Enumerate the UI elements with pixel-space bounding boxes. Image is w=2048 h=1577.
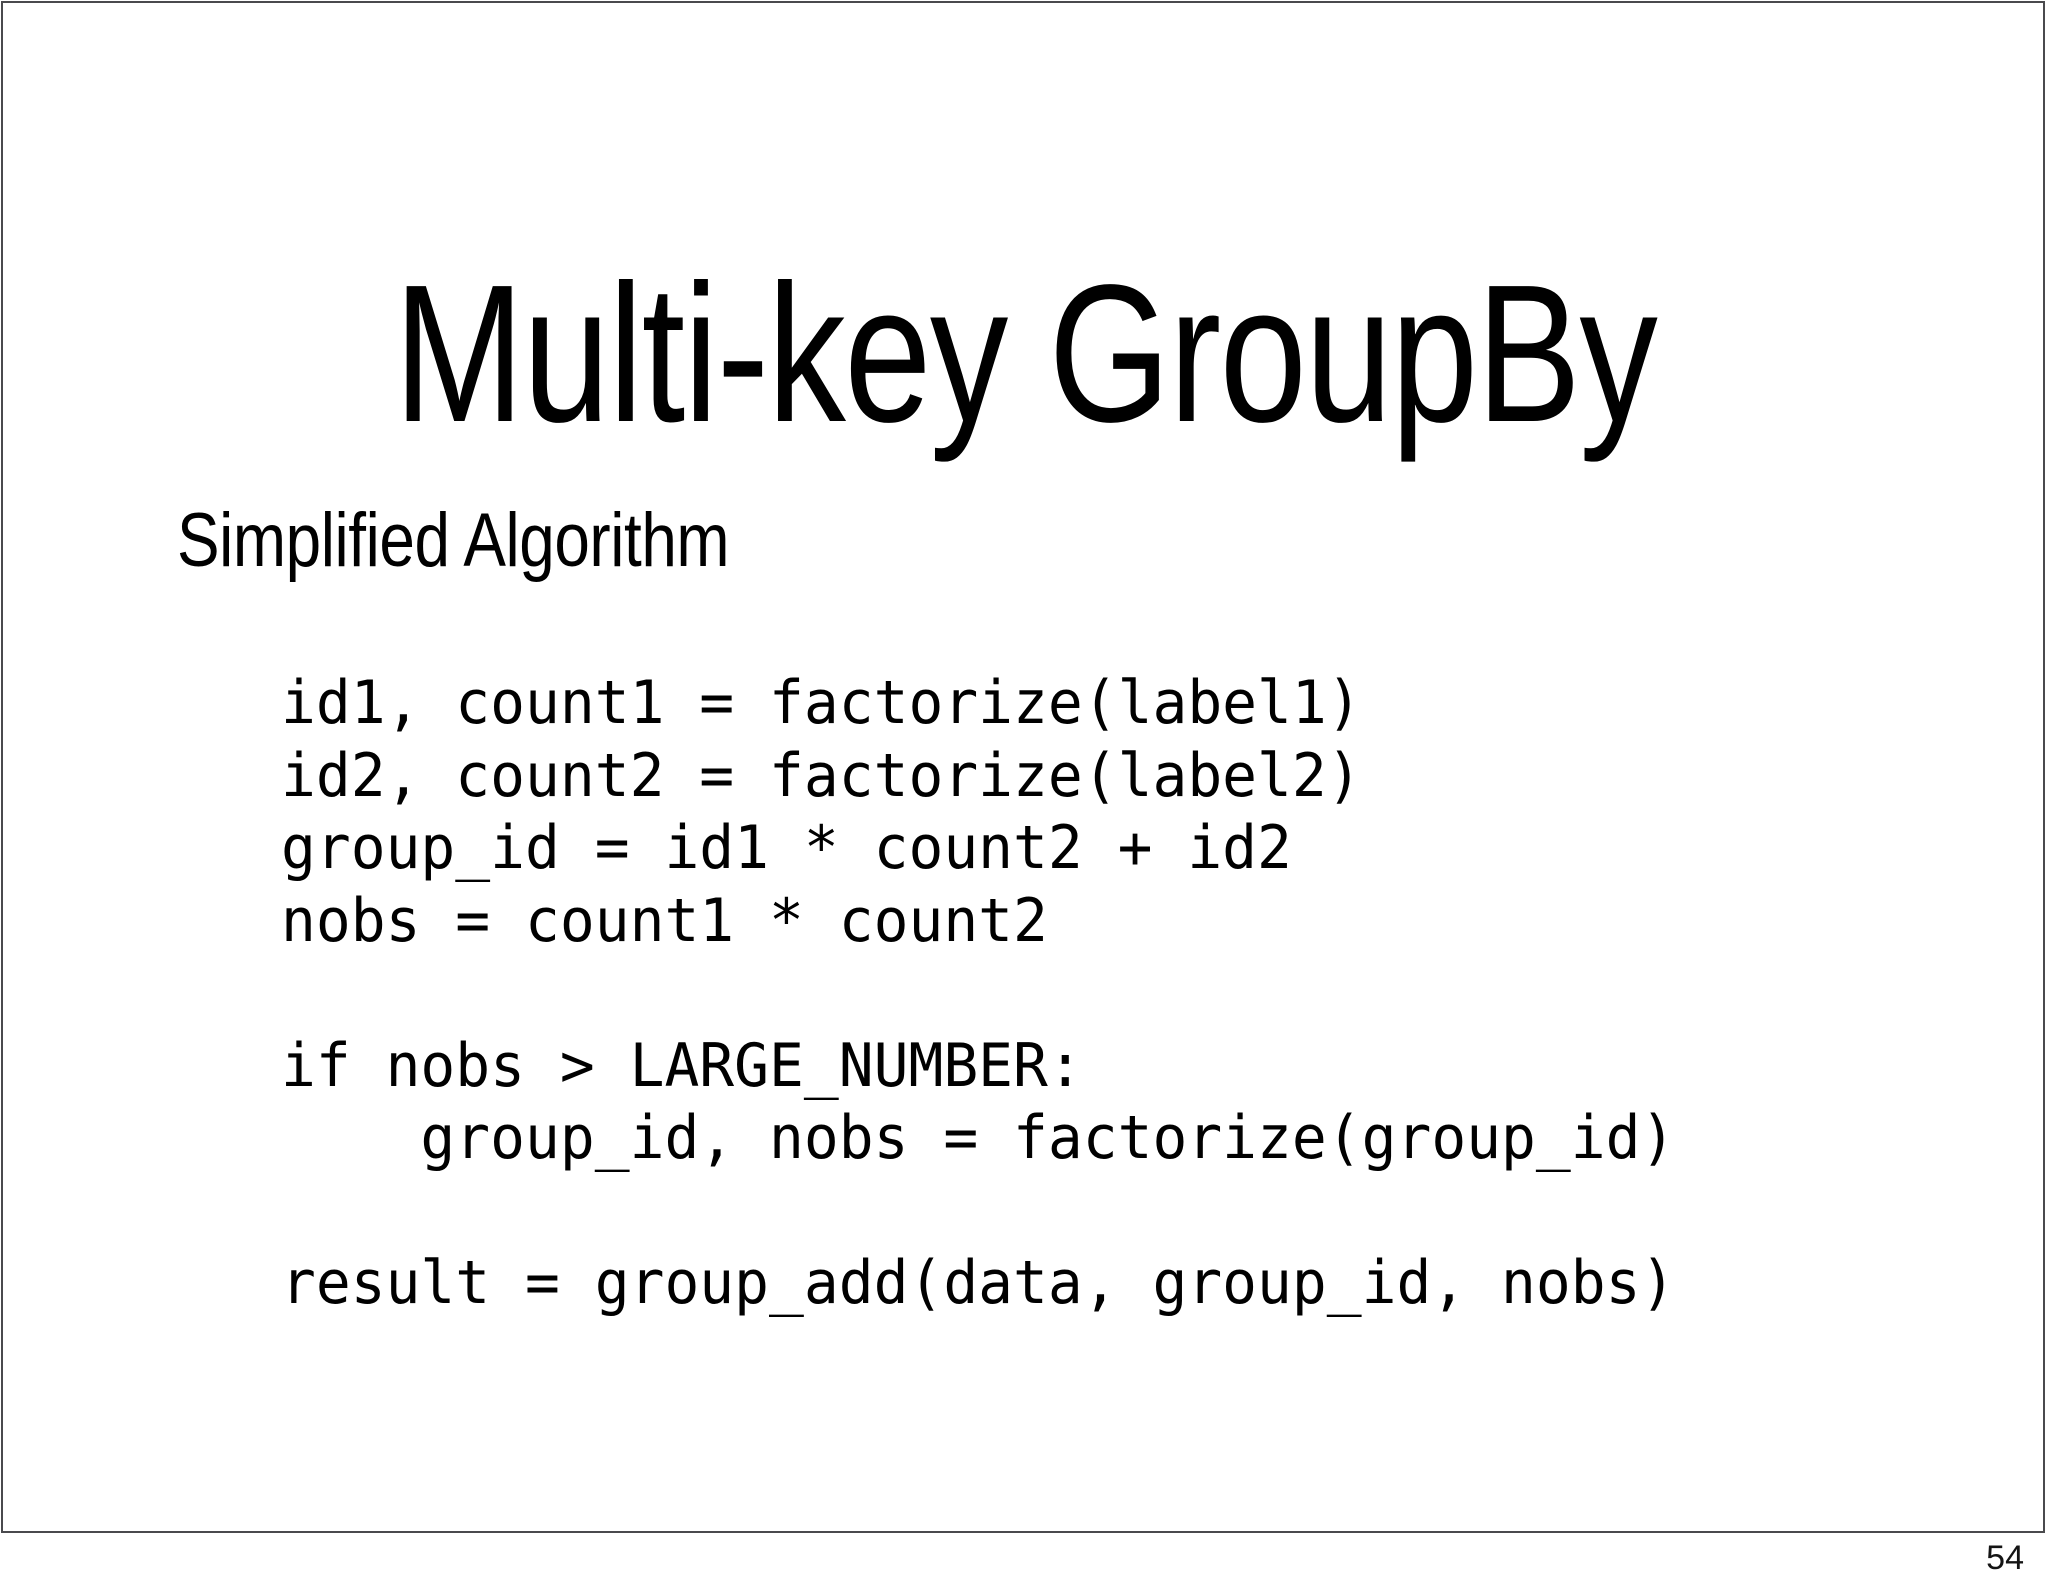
code-block: id1, count1 = factorize(label1)id2, coun… [281, 667, 1675, 1320]
code-line-blank [281, 1175, 1675, 1248]
code-line-blank [281, 957, 1675, 1030]
page-number: 54 [1986, 1539, 2024, 1577]
code-line: id2, count2 = factorize(label2) [281, 740, 1362, 811]
code-line: result = group_add(data, group_id, nobs) [281, 1248, 1676, 1318]
slide-frame: Multi-key GroupBy Simplified Algorithm i… [1, 1, 2045, 1533]
code-line: group_id, nobs = factorize(group_id) [281, 1103, 1676, 1173]
code-line: id1, count1 = factorize(label1) [281, 668, 1362, 738]
code-line: nobs = count1 * count2 [281, 885, 1048, 956]
code-line: group_id = id1 * count2 + id2 [281, 813, 1292, 883]
code-line: if nobs > LARGE_NUMBER: [281, 1030, 1083, 1101]
page-title: Multi-key GroupBy [393, 244, 1658, 464]
section-heading: Simplified Algorithm [177, 498, 730, 584]
